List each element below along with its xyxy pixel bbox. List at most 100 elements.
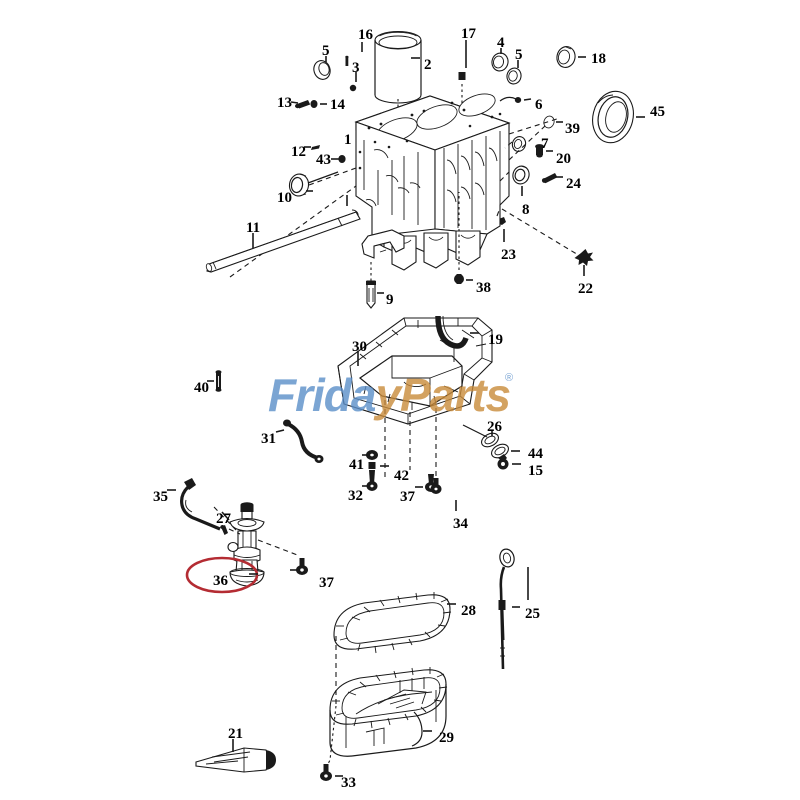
callout-part-14: 14 [330, 97, 345, 113]
assembly-line-10 [308, 167, 357, 186]
part-14-plug [310, 100, 318, 108]
part-45-oil-seal [592, 90, 634, 144]
callout-part-44: 44 [528, 446, 543, 462]
callout-part-6: 6 [535, 97, 543, 113]
callout-part-12: 12 [291, 144, 306, 160]
callout-part-33: 33 [341, 775, 356, 791]
callout-part-38: 38 [476, 280, 491, 296]
part-41-washer [366, 450, 378, 460]
callout-part-31: 31 [261, 431, 276, 447]
part-10-bushing [288, 171, 339, 197]
callout-part-28: 28 [461, 603, 476, 619]
part-16-dowel-pin [345, 55, 349, 66]
part-40-dowel-pin [215, 370, 222, 392]
part-8-bushing [512, 165, 530, 185]
callout-part-30: 30 [352, 339, 367, 355]
assembly-line-11 [229, 185, 357, 278]
assembly-line-27 [228, 528, 241, 535]
assembly-line-23 [496, 207, 501, 217]
part-34-bolt [430, 478, 442, 494]
callout-part-5: 5 [515, 47, 523, 63]
part-29-lower-oil-pan [329, 667, 448, 757]
part-38-bolt [454, 192, 464, 284]
part-17-dowel [458, 72, 466, 104]
part-33-drain-plug [320, 636, 337, 781]
callout-part-24: 24 [566, 176, 581, 192]
callout-part-16: 16 [358, 27, 373, 43]
part-9-main-bearing-cap [361, 229, 405, 309]
callout-part-2: 2 [424, 57, 432, 73]
part-36-oil-pump [227, 502, 265, 587]
callout-part-13: 13 [277, 95, 292, 111]
part-27-pin [220, 525, 228, 535]
part-21-sealant-tube [195, 747, 276, 773]
part-6-pin [499, 96, 522, 103]
part-31-oil-tube [283, 419, 324, 463]
callout-part-35: 35 [153, 489, 168, 505]
part-13-pin [295, 100, 311, 109]
callout-part-40: 40 [194, 380, 209, 396]
part-15-plug [497, 454, 509, 470]
callout-part-5: 5 [322, 43, 330, 59]
part-11-oil-gallery-tube [205, 209, 361, 273]
callout-part-39: 39 [565, 121, 580, 137]
callout-part-34: 34 [453, 516, 468, 532]
callout-part-25: 25 [525, 606, 540, 622]
highlight-ellipse-36 [185, 556, 259, 594]
assembly-line-22 [501, 208, 581, 257]
part-1-cylinder-block [354, 93, 511, 271]
callout-part-26: 26 [487, 419, 502, 435]
callout-part-9: 9 [386, 292, 394, 308]
callout-part-32: 32 [348, 488, 363, 504]
part-24-dowel [541, 173, 558, 184]
callout-part-10: 10 [277, 190, 292, 206]
callout-part-27: 27 [216, 511, 231, 527]
callout-part-8: 8 [522, 202, 530, 218]
part-28-oil-pan-gasket [333, 592, 452, 654]
part-3-plug [349, 84, 357, 92]
callout-part-18: 18 [591, 51, 606, 67]
callout-part-23: 23 [501, 247, 516, 263]
callout-part-3: 3 [352, 60, 360, 76]
part-4-ring [491, 52, 509, 72]
callout-part-20: 20 [556, 151, 571, 167]
part-39-ring [543, 115, 555, 129]
part-5b-ring [506, 67, 522, 85]
callout-part-1: 1 [344, 132, 352, 148]
part-20-plug [535, 144, 544, 158]
callout-part-43: 43 [316, 152, 331, 168]
watermark-text-primary: Frida [268, 369, 376, 421]
assembly-line-7 [504, 141, 513, 149]
part-22-washer [574, 249, 594, 266]
part-43-plug [338, 155, 346, 163]
part-19-rear-seal [435, 315, 469, 349]
part-5a-ring [313, 60, 331, 80]
callout-part-4: 4 [497, 35, 505, 51]
callout-part-29: 29 [439, 730, 454, 746]
callout-leaders [167, 40, 645, 777]
part-25-dipstick [498, 548, 515, 670]
part-35-oil-pickup-pipe [180, 478, 221, 531]
callout-part-21: 21 [228, 726, 243, 742]
watermark-fridayparts: FridayParts [268, 368, 511, 422]
callout-part-45: 45 [650, 104, 665, 120]
callout-part-42: 42 [394, 468, 409, 484]
part-42-spacer [368, 462, 376, 469]
callout-part-7: 7 [541, 136, 549, 152]
callout-part-19: 19 [488, 332, 503, 348]
callout-part-17: 17 [461, 26, 476, 42]
part-18-bushing [556, 46, 576, 68]
callout-part-37: 37 [319, 575, 334, 591]
callout-part-15: 15 [528, 463, 543, 479]
watermark-text-secondary: yParts [375, 369, 511, 421]
watermark-registered-mark: ® [505, 372, 514, 384]
callout-part-22: 22 [578, 281, 593, 297]
callout-part-36: 36 [213, 573, 228, 589]
callout-part-37: 37 [400, 489, 415, 505]
part-32-bolt [366, 470, 378, 491]
part-12-clip [311, 145, 320, 150]
assembly-line-8 [499, 171, 510, 182]
part-37b-bolt [296, 558, 308, 575]
